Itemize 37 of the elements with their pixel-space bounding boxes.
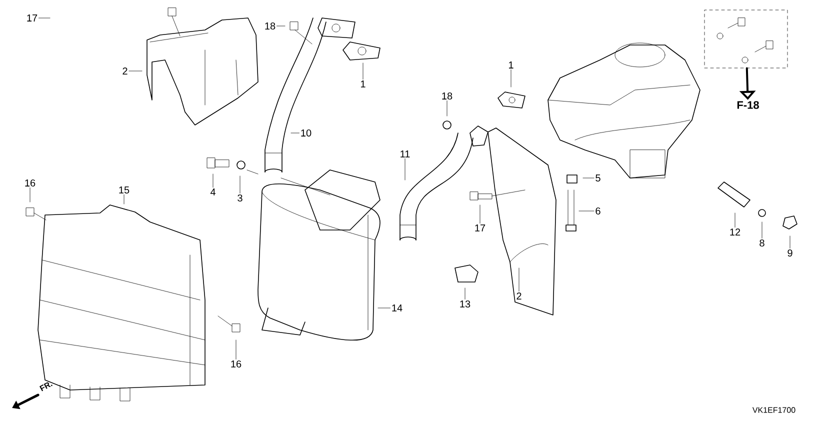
callout-number: 1 [509,62,514,68]
leader-line [362,62,364,80]
callout-number: 16 [25,179,36,187]
callout-number: 17 [27,14,38,22]
leader-line [128,70,142,72]
leader-line [212,174,214,188]
callout-number: 3 [238,194,242,202]
callout-number: 13 [460,300,470,308]
leader-line [446,100,448,116]
callout-number: 18 [265,22,276,30]
callout-number: 15 [119,186,130,194]
callout-number: 11 [400,150,410,158]
callout-number: 14 [392,304,402,312]
leader-line [510,69,512,88]
callout-number: 16 [231,360,242,368]
leader-line [290,132,300,134]
callout-number: 8 [760,239,764,247]
callout-number: 17 [475,224,486,232]
reference-label: F-18 [737,101,759,109]
callout-number: 6 [596,207,600,215]
drawing-code: VK1EF1700 [752,407,796,413]
leader-line [734,212,736,228]
callout-number: 18 [442,92,452,100]
callout-number: 1 [361,80,366,88]
leader-line [578,210,594,212]
callout-number: 12 [730,228,740,236]
leader-line [404,158,406,180]
leader-line [518,268,520,292]
leader-line [464,288,466,300]
dashed-frame [704,10,788,68]
callout-number: 9 [788,249,792,257]
callout-number: 5 [596,174,600,182]
callout-number: 2 [516,292,522,300]
callout-number: 10 [301,129,312,137]
direction-label: FR. [40,382,52,392]
callout-number: 2 [122,68,128,74]
callout-number: 4 [210,188,216,196]
